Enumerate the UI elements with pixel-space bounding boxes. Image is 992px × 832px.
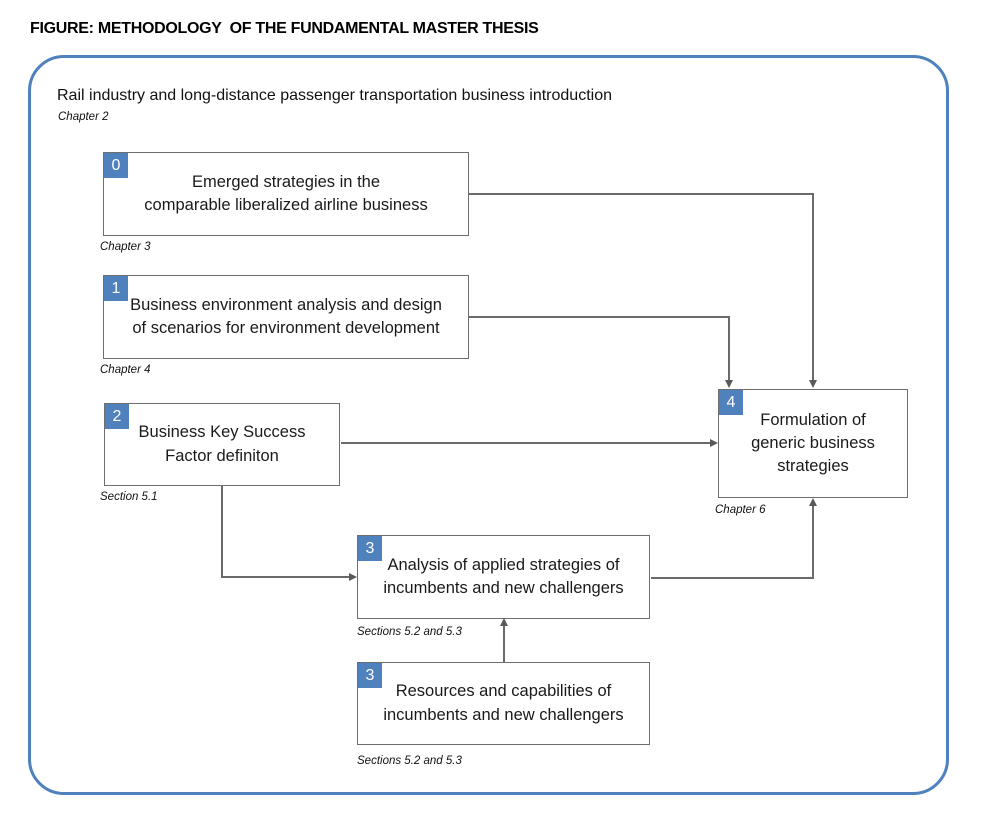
- box-emerged-strategies-label: Emerged strategies in the comparable lib…: [144, 172, 428, 214]
- thesis-flow-container: [28, 55, 949, 795]
- caption-chapter-3: Chapter 3: [100, 241, 151, 253]
- box-emerged-strategies: 0 Emerged strategies in the comparable l…: [103, 152, 469, 236]
- connector-analysis-to-formulation-h: [651, 577, 814, 579]
- badge-2: 2: [105, 404, 129, 429]
- caption-chapter-4: Chapter 4: [100, 364, 151, 376]
- connector-environment-to-formulation-v: [728, 316, 730, 382]
- badge-3-resources: 3: [358, 663, 382, 688]
- caption-sections-5-2-5-3-resources: Sections 5.2 and 5.3: [357, 755, 462, 767]
- connector-ksf-to-formulation-h: [341, 442, 710, 444]
- box-resources-capabilities-label: Resources and capabilities of incumbents…: [383, 682, 624, 724]
- box-key-success-factor: 2 Business Key Success Factor definiton: [104, 403, 340, 486]
- box-applied-strategies-analysis-label: Analysis of applied strategies of incumb…: [383, 555, 624, 597]
- caption-section-5-1: Section 5.1: [100, 491, 158, 503]
- box-applied-strategies-analysis: 3 Analysis of applied strategies of incu…: [357, 535, 650, 619]
- arrowhead-environment-to-formulation: [724, 380, 733, 388]
- connector-airline-to-formulation-h: [469, 193, 814, 195]
- arrowhead-resources-to-analysis: [499, 618, 508, 626]
- arrowhead-analysis-to-formulation: [808, 497, 817, 506]
- connector-environment-to-formulation-h: [469, 316, 730, 318]
- connector-resources-to-analysis-v: [503, 626, 505, 662]
- box-formulation-strategies-label: Formulation of generic business strategi…: [751, 410, 875, 476]
- connector-analysis-to-formulation-v: [812, 506, 814, 579]
- intro-heading-caption: Chapter 2: [58, 111, 109, 123]
- intro-heading: Rail industry and long-distance passenge…: [57, 87, 612, 104]
- arrowhead-ksf-to-analysis: [349, 572, 357, 581]
- box-formulation-strategies: 4 Formulation of generic business strate…: [718, 389, 908, 498]
- figure-title: FIGURE: METHODOLOGY OF THE FUNDAMENTAL M…: [30, 20, 539, 37]
- badge-0: 0: [104, 153, 128, 178]
- caption-sections-5-2-5-3-analysis: Sections 5.2 and 5.3: [357, 626, 462, 638]
- connector-ksf-to-analysis-h: [221, 576, 350, 578]
- arrowhead-airline-to-formulation: [808, 380, 817, 388]
- caption-chapter-6: Chapter 6: [715, 504, 766, 516]
- badge-4: 4: [719, 390, 743, 415]
- badge-1: 1: [104, 276, 128, 301]
- box-key-success-factor-label: Business Key Success Factor definiton: [138, 423, 306, 465]
- connector-airline-to-formulation-v: [812, 193, 814, 382]
- box-environment-analysis-label: Business environment analysis and design…: [130, 295, 442, 337]
- connector-ksf-to-analysis-v: [221, 486, 223, 578]
- box-resources-capabilities: 3 Resources and capabilities of incumben…: [357, 662, 650, 745]
- badge-3-analysis: 3: [358, 536, 382, 561]
- box-environment-analysis: 1 Business environment analysis and desi…: [103, 275, 469, 359]
- arrowhead-ksf-to-formulation: [710, 438, 718, 447]
